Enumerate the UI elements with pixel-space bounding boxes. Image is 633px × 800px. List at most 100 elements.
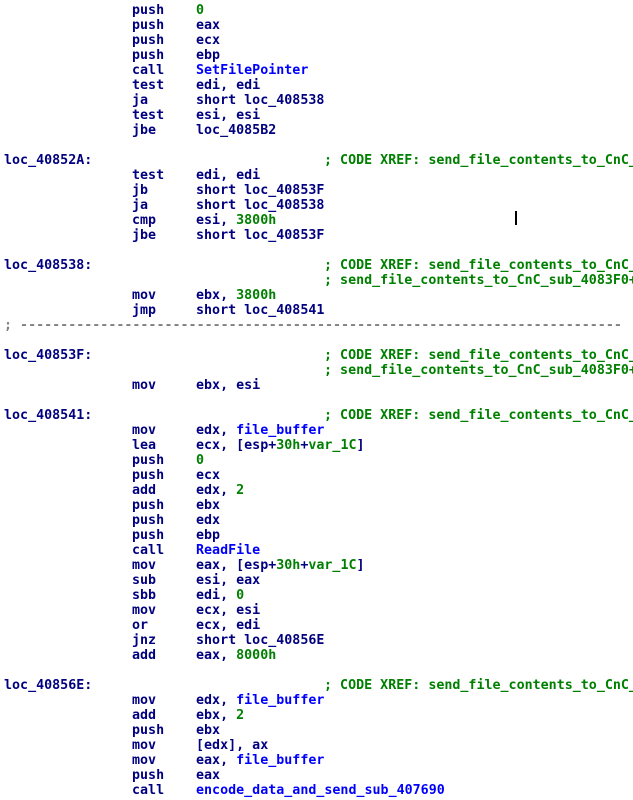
numeric-operand: 2 [236,483,245,498]
instruction-mnemonic: sbb [132,588,157,603]
instruction-mnemonic: jmp [132,303,157,318]
xref-comment[interactable]: ; CODE XREF: send_file_contents_to_CnC_ [324,408,633,423]
instruction-operands: edx, 2 [196,483,244,498]
function-separator: ; --------------------------------------… [4,318,622,333]
xref-comment[interactable]: ; CODE XREF: send_file_contents_to_CnC_ [324,153,633,168]
symbol-reference[interactable]: SetFilePointer [196,63,309,78]
symbol-reference[interactable]: file_buffer [236,423,325,438]
code-line[interactable] [0,663,633,678]
operand-text: ] [356,558,365,573]
instruction-operands: ebx, 3800h [196,288,276,303]
code-label[interactable]: loc_408538: [4,258,93,273]
code-label[interactable]: loc_40852A: [4,153,93,168]
numeric-operand: 30h [276,438,301,453]
code-line[interactable]: loc_408541: ; CODE XREF: send_file_conten… [0,408,633,423]
xref-comment[interactable]: ; send_file_contents_to_CnC_sub_4083F0+ [324,273,633,288]
code-line[interactable] [0,393,633,408]
operand-text: edi, [196,588,237,603]
code-line[interactable]: ; send_file_contents_to_CnC_sub_4083F0+ [0,363,633,378]
code-label[interactable]: loc_40856E: [4,678,93,693]
instruction-operands: short loc_40856E [196,633,324,648]
operand-text: ebx, esi [196,378,261,393]
symbol-reference[interactable]: file_buffer [236,753,325,768]
code-line[interactable]: loc_40856E: ; CODE XREF: send_file_conten… [0,678,633,693]
code-line[interactable] [0,333,633,348]
instruction-mnemonic: test [132,78,165,93]
code-line[interactable]: loc_408538: ; CODE XREF: send_file_conten… [0,258,633,273]
code-line[interactable]: push edx [0,513,633,528]
symbol-reference[interactable]: ReadFile [196,543,261,558]
code-line[interactable]: loc_40853F: ; CODE XREF: send_file_conten… [0,348,633,363]
instruction-operands: ReadFile [196,543,260,558]
code-line[interactable]: ; --------------------------------------… [0,318,633,333]
instruction-operands: short loc_40853F [196,228,324,243]
operand-text: ecx [196,468,221,483]
instruction-operands: edi, edi [196,78,260,93]
operand-text: esi, [196,213,237,228]
xref-comment[interactable]: ; CODE XREF: send_file_contents_to_CnC_ [324,348,633,363]
code-line[interactable]: sbb edi, 0 [0,588,633,603]
operand-text: short loc_408538 [196,93,325,108]
code-line[interactable]: loc_40852A: ; CODE XREF: send_file_conten… [0,153,633,168]
instruction-operands: short loc_40853F [196,183,324,198]
numeric-operand: 3800h [236,288,277,303]
symbol-reference[interactable]: file_buffer [236,693,325,708]
xref-comment[interactable]: ; CODE XREF: send_file_contents_to_CnC_ [324,258,633,273]
xref-comment[interactable]: ; send_file_contents_to_CnC_sub_4083F0+ [324,363,633,378]
code-line[interactable] [0,243,633,258]
xref-comment[interactable]: ; CODE XREF: send_file_contents_to_CnC_ [324,678,633,693]
code-line[interactable]: test edi, edi [0,78,633,93]
operand-text: eax [196,18,221,33]
operand-text: + [300,438,309,453]
operand-text: ebp [196,48,221,63]
code-line[interactable]: ; send_file_contents_to_CnC_sub_4083F0+ [0,273,633,288]
instruction-mnemonic: push [132,513,165,528]
instruction-operands: edx [196,513,220,528]
code-label[interactable]: loc_408541: [4,408,93,423]
operand-text: ebx, [196,288,237,303]
code-label[interactable]: loc_40853F: [4,348,93,363]
code-line[interactable] [0,138,633,153]
code-line[interactable]: mov[edx], ax [0,738,633,753]
instruction-operands: edi, 0 [196,588,244,603]
operand-text: ebx, [196,708,237,723]
symbol-reference[interactable]: encode_data_and_send_sub_407690 [196,783,445,798]
